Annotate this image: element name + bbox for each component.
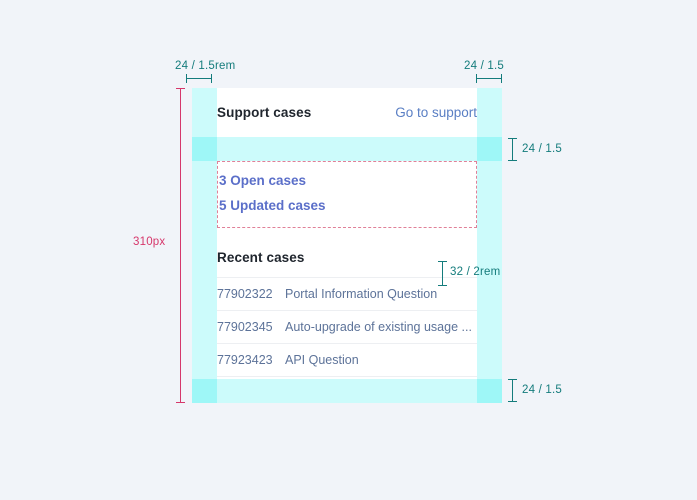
rule-cap-bottom: [438, 285, 447, 286]
guide-intersect-top-right: [477, 137, 502, 161]
updated-cases-count[interactable]: 5 Updated cases: [219, 198, 326, 213]
annotation-row-height-label: 32 / 2rem: [450, 266, 501, 278]
case-id: 77902345: [217, 320, 273, 334]
annotation-spacer-top-rule: [508, 138, 517, 161]
annotation-padding-left-label: 24 / 1.5rem: [175, 60, 236, 72]
annotation-padding-left-rule: [186, 74, 212, 83]
annotation-spacer-top-label: 24 / 1.5: [522, 143, 562, 155]
annotation-card-height-label: 310px: [133, 236, 166, 248]
padding-guide-right: [477, 88, 502, 403]
open-cases-count[interactable]: 3 Open cases: [219, 173, 307, 188]
annotation-spacer-bottom-label: 24 / 1.5: [522, 384, 562, 396]
card-content: Support cases Go to support 3 Open cases…: [217, 88, 477, 403]
rule-cap-bottom: [176, 402, 185, 403]
case-subject: API Question: [285, 353, 359, 367]
card-title: Support cases: [217, 105, 312, 120]
annotation-row-height-rule: [438, 261, 447, 286]
table-row[interactable]: 77902345 Auto-upgrade of existing usage …: [217, 310, 477, 343]
annotation-padding-right-rule: [476, 74, 502, 83]
rule-bar: [476, 78, 502, 79]
table-row[interactable]: 77923423 API Question: [217, 343, 477, 377]
rule-bar: [512, 379, 513, 402]
rule-cap-bottom: [508, 160, 517, 161]
recent-cases-heading: Recent cases: [217, 228, 477, 277]
padding-guide-left: [192, 88, 217, 403]
guide-intersect-bottom-left: [192, 379, 217, 403]
table-row[interactable]: 77902322 Portal Information Question: [217, 277, 477, 310]
annotation-padding-right-label: 24 / 1.5: [464, 60, 504, 72]
go-to-support-link[interactable]: Go to support: [395, 105, 477, 120]
annotation-spacer-bottom-rule: [508, 379, 517, 402]
header-spacer: [217, 137, 477, 161]
case-id: 77902322: [217, 287, 273, 301]
case-counts-group: 3 Open cases 5 Updated cases: [217, 161, 477, 228]
guide-intersect-bottom-right: [477, 379, 502, 403]
support-cases-card: Support cases Go to support 3 Open cases…: [192, 88, 502, 403]
spacing-guide-bottom: [192, 379, 502, 403]
annotation-card-height-rule: [176, 88, 185, 403]
rule-bar: [512, 138, 513, 161]
rule-cap-right: [211, 74, 212, 83]
rule-bar: [180, 88, 181, 403]
rule-cap-bottom: [508, 401, 517, 402]
card-header: Support cases Go to support: [217, 88, 477, 137]
case-subject: Portal Information Question: [285, 287, 438, 301]
rule-bar: [186, 78, 212, 79]
recent-cases-list: 77902322 Portal Information Question 779…: [217, 277, 477, 377]
case-subject: Auto-upgrade of existing usage ...: [285, 320, 472, 334]
spacing-guide-top: [192, 137, 502, 161]
rule-cap-right: [501, 74, 502, 83]
case-id: 77923423: [217, 353, 273, 367]
guide-intersect-top-left: [192, 137, 217, 161]
rule-bar: [442, 261, 443, 286]
